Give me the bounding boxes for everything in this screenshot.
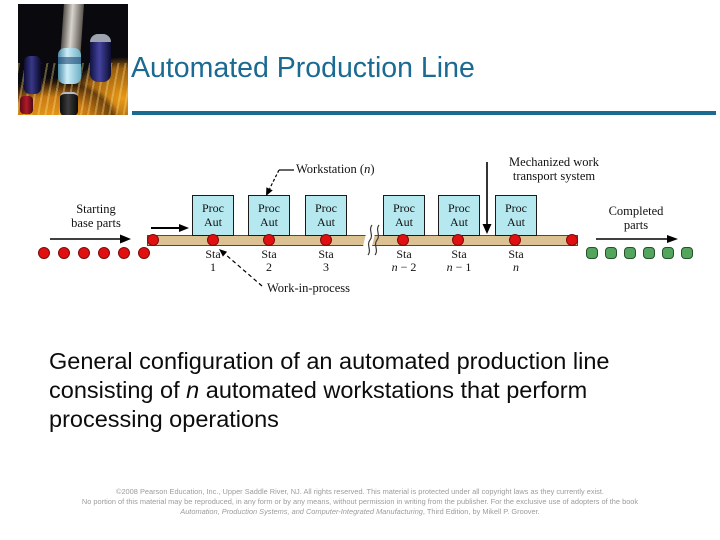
photo-capacitor-graphic bbox=[24, 56, 41, 94]
workstation-box-n-1: Proc Aut bbox=[438, 195, 480, 236]
header-rule bbox=[132, 111, 716, 115]
wip-part-dot bbox=[566, 234, 578, 246]
workstation-box-1: Proc Aut bbox=[192, 195, 234, 236]
station-label-n-1: Sta n − 1 bbox=[446, 247, 472, 274]
wip-part-dot bbox=[509, 234, 521, 246]
wip-part-dot bbox=[147, 234, 159, 246]
starting-part-dot bbox=[98, 247, 110, 259]
label-completed-parts: Completed parts bbox=[608, 204, 664, 232]
photo-capacitor-graphic bbox=[58, 48, 81, 84]
photo-capacitor-graphic bbox=[20, 96, 33, 114]
conveyor-break-mark bbox=[361, 224, 380, 256]
label-transport-system: Mechanized work transport system bbox=[509, 155, 599, 183]
starting-part-dot bbox=[38, 247, 50, 259]
wip-part-dot bbox=[452, 234, 464, 246]
label-starting-base-parts: Starting base parts bbox=[71, 202, 121, 230]
paragraph-line: consisting of n automated workstations t… bbox=[49, 377, 588, 403]
production-line-diagram: Starting base parts Workstation (n) Mech… bbox=[0, 140, 720, 305]
workstation-box-3: Proc Aut bbox=[305, 195, 347, 236]
wip-part-dot bbox=[397, 234, 409, 246]
photo-capacitor-graphic bbox=[90, 34, 111, 82]
completed-part-dot bbox=[586, 247, 598, 259]
copyright-line: ©2008 Pearson Education, Inc., Upper Sad… bbox=[116, 487, 604, 496]
starting-flow-arrow bbox=[50, 234, 131, 244]
copyright-line: No portion of this material may be repro… bbox=[81, 496, 639, 506]
station-label-1: Sta 1 bbox=[205, 247, 221, 274]
label-work-in-process: Work-in-process bbox=[267, 281, 350, 295]
completed-part-dot bbox=[643, 247, 655, 259]
work-in-process-leader-arrow bbox=[219, 249, 263, 287]
transport-system-arrow bbox=[482, 162, 492, 234]
completed-part-dot bbox=[681, 247, 693, 259]
workstation-box-n: Proc Aut bbox=[495, 195, 537, 236]
station-label-n-2: Sta n − 2 bbox=[391, 247, 417, 274]
starting-part-dot bbox=[78, 247, 90, 259]
completed-flow-arrow bbox=[596, 235, 678, 243]
starting-part-dot bbox=[58, 247, 70, 259]
starting-part-dot bbox=[138, 247, 150, 259]
station-label-3: Sta 3 bbox=[318, 247, 334, 274]
wip-part-dot bbox=[207, 234, 219, 246]
photo-capacitor-graphic bbox=[60, 92, 78, 115]
conveyor-entry-arrow bbox=[151, 224, 189, 232]
diagram-arrows bbox=[50, 162, 678, 287]
station-label-n: Sta n bbox=[508, 247, 524, 274]
label-workstation-callout: Workstation (n) bbox=[296, 162, 375, 176]
completed-part-dot bbox=[662, 247, 674, 259]
paragraph-line: General configuration of an automated pr… bbox=[49, 348, 610, 374]
paragraph-line: processing operations bbox=[49, 406, 279, 432]
header-photo bbox=[18, 4, 128, 115]
completed-part-dot bbox=[605, 247, 617, 259]
completed-part-dot bbox=[624, 247, 636, 259]
copyright-footer: ©2008 Pearson Education, Inc., Upper Sad… bbox=[0, 487, 720, 517]
wip-part-dot bbox=[263, 234, 275, 246]
workstation-callout-leader-arrow bbox=[266, 169, 294, 196]
station-label-2: Sta 2 bbox=[261, 247, 277, 274]
page-title: Automated Production Line bbox=[131, 52, 475, 84]
workstation-box-2: Proc Aut bbox=[248, 195, 290, 236]
wip-part-dot bbox=[320, 234, 332, 246]
starting-part-dot bbox=[118, 247, 130, 259]
body-paragraph: General configuration of an automated pr… bbox=[49, 347, 609, 434]
copyright-line: Automation, Production Systems, and Comp… bbox=[180, 506, 540, 516]
